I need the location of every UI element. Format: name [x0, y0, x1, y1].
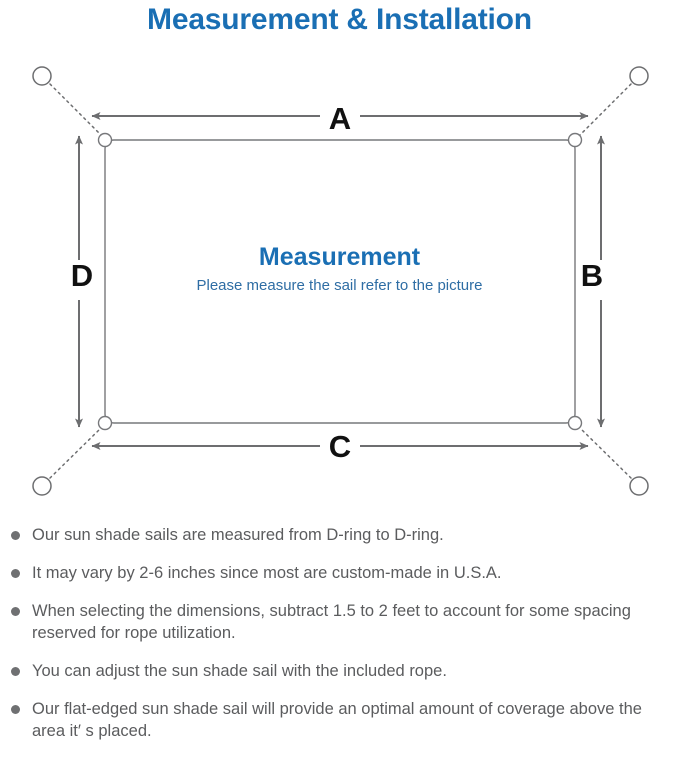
anchor-bottom-right: [629, 476, 649, 496]
diagram-center-title: Measurement: [258, 243, 421, 271]
d-ring-bottom-right: [567, 415, 583, 431]
notes-list: Our sun shade sails are measured from D-…: [0, 524, 679, 758]
list-item-text: Our flat-edged sun shade sail will provi…: [32, 700, 642, 740]
dimension-label-a: A: [328, 101, 352, 136]
list-item: It may vary by 2-6 inches since most are…: [0, 562, 679, 584]
sun-shade-sail-measurement-diagram: A B C D Measurement Please measure the s…: [0, 48, 679, 518]
bullet-icon: [11, 667, 20, 676]
anchor-top-left: [32, 66, 52, 86]
list-item-text: Our sun shade sails are measured from D-…: [32, 526, 444, 544]
list-item-text: It may vary by 2-6 inches since most are…: [32, 564, 502, 582]
dimension-label-d: D: [70, 258, 94, 293]
list-item-text: You can adjust the sun shade sail with t…: [32, 662, 447, 680]
list-item: When selecting the dimensions, subtract …: [0, 600, 679, 644]
bullet-icon: [11, 531, 20, 540]
d-ring-bottom-left: [97, 415, 113, 431]
d-ring-top-right: [567, 132, 583, 148]
page-title: Measurement & Installation: [147, 3, 532, 36]
dimension-label-c: C: [328, 429, 352, 464]
d-ring-top-left: [97, 132, 113, 148]
dimension-label-b: B: [580, 258, 604, 293]
rope-top-right: [579, 83, 632, 136]
bullet-icon: [11, 569, 20, 578]
list-item: Our sun shade sails are measured from D-…: [0, 524, 679, 546]
diagram-center-subtitle: Please measure the sail refer to the pic…: [196, 277, 483, 294]
list-item: Our flat-edged sun shade sail will provi…: [0, 698, 679, 742]
list-item: You can adjust the sun shade sail with t…: [0, 660, 679, 682]
anchor-top-right: [629, 66, 649, 86]
rope-bottom-right: [579, 427, 632, 479]
bullet-icon: [11, 705, 20, 714]
sail-body: [104, 139, 576, 424]
rope-bottom-left: [49, 427, 102, 479]
anchor-bottom-left: [32, 476, 52, 496]
list-item-text: When selecting the dimensions, subtract …: [32, 602, 631, 642]
bullet-icon: [11, 607, 20, 616]
rope-top-left: [49, 83, 102, 136]
